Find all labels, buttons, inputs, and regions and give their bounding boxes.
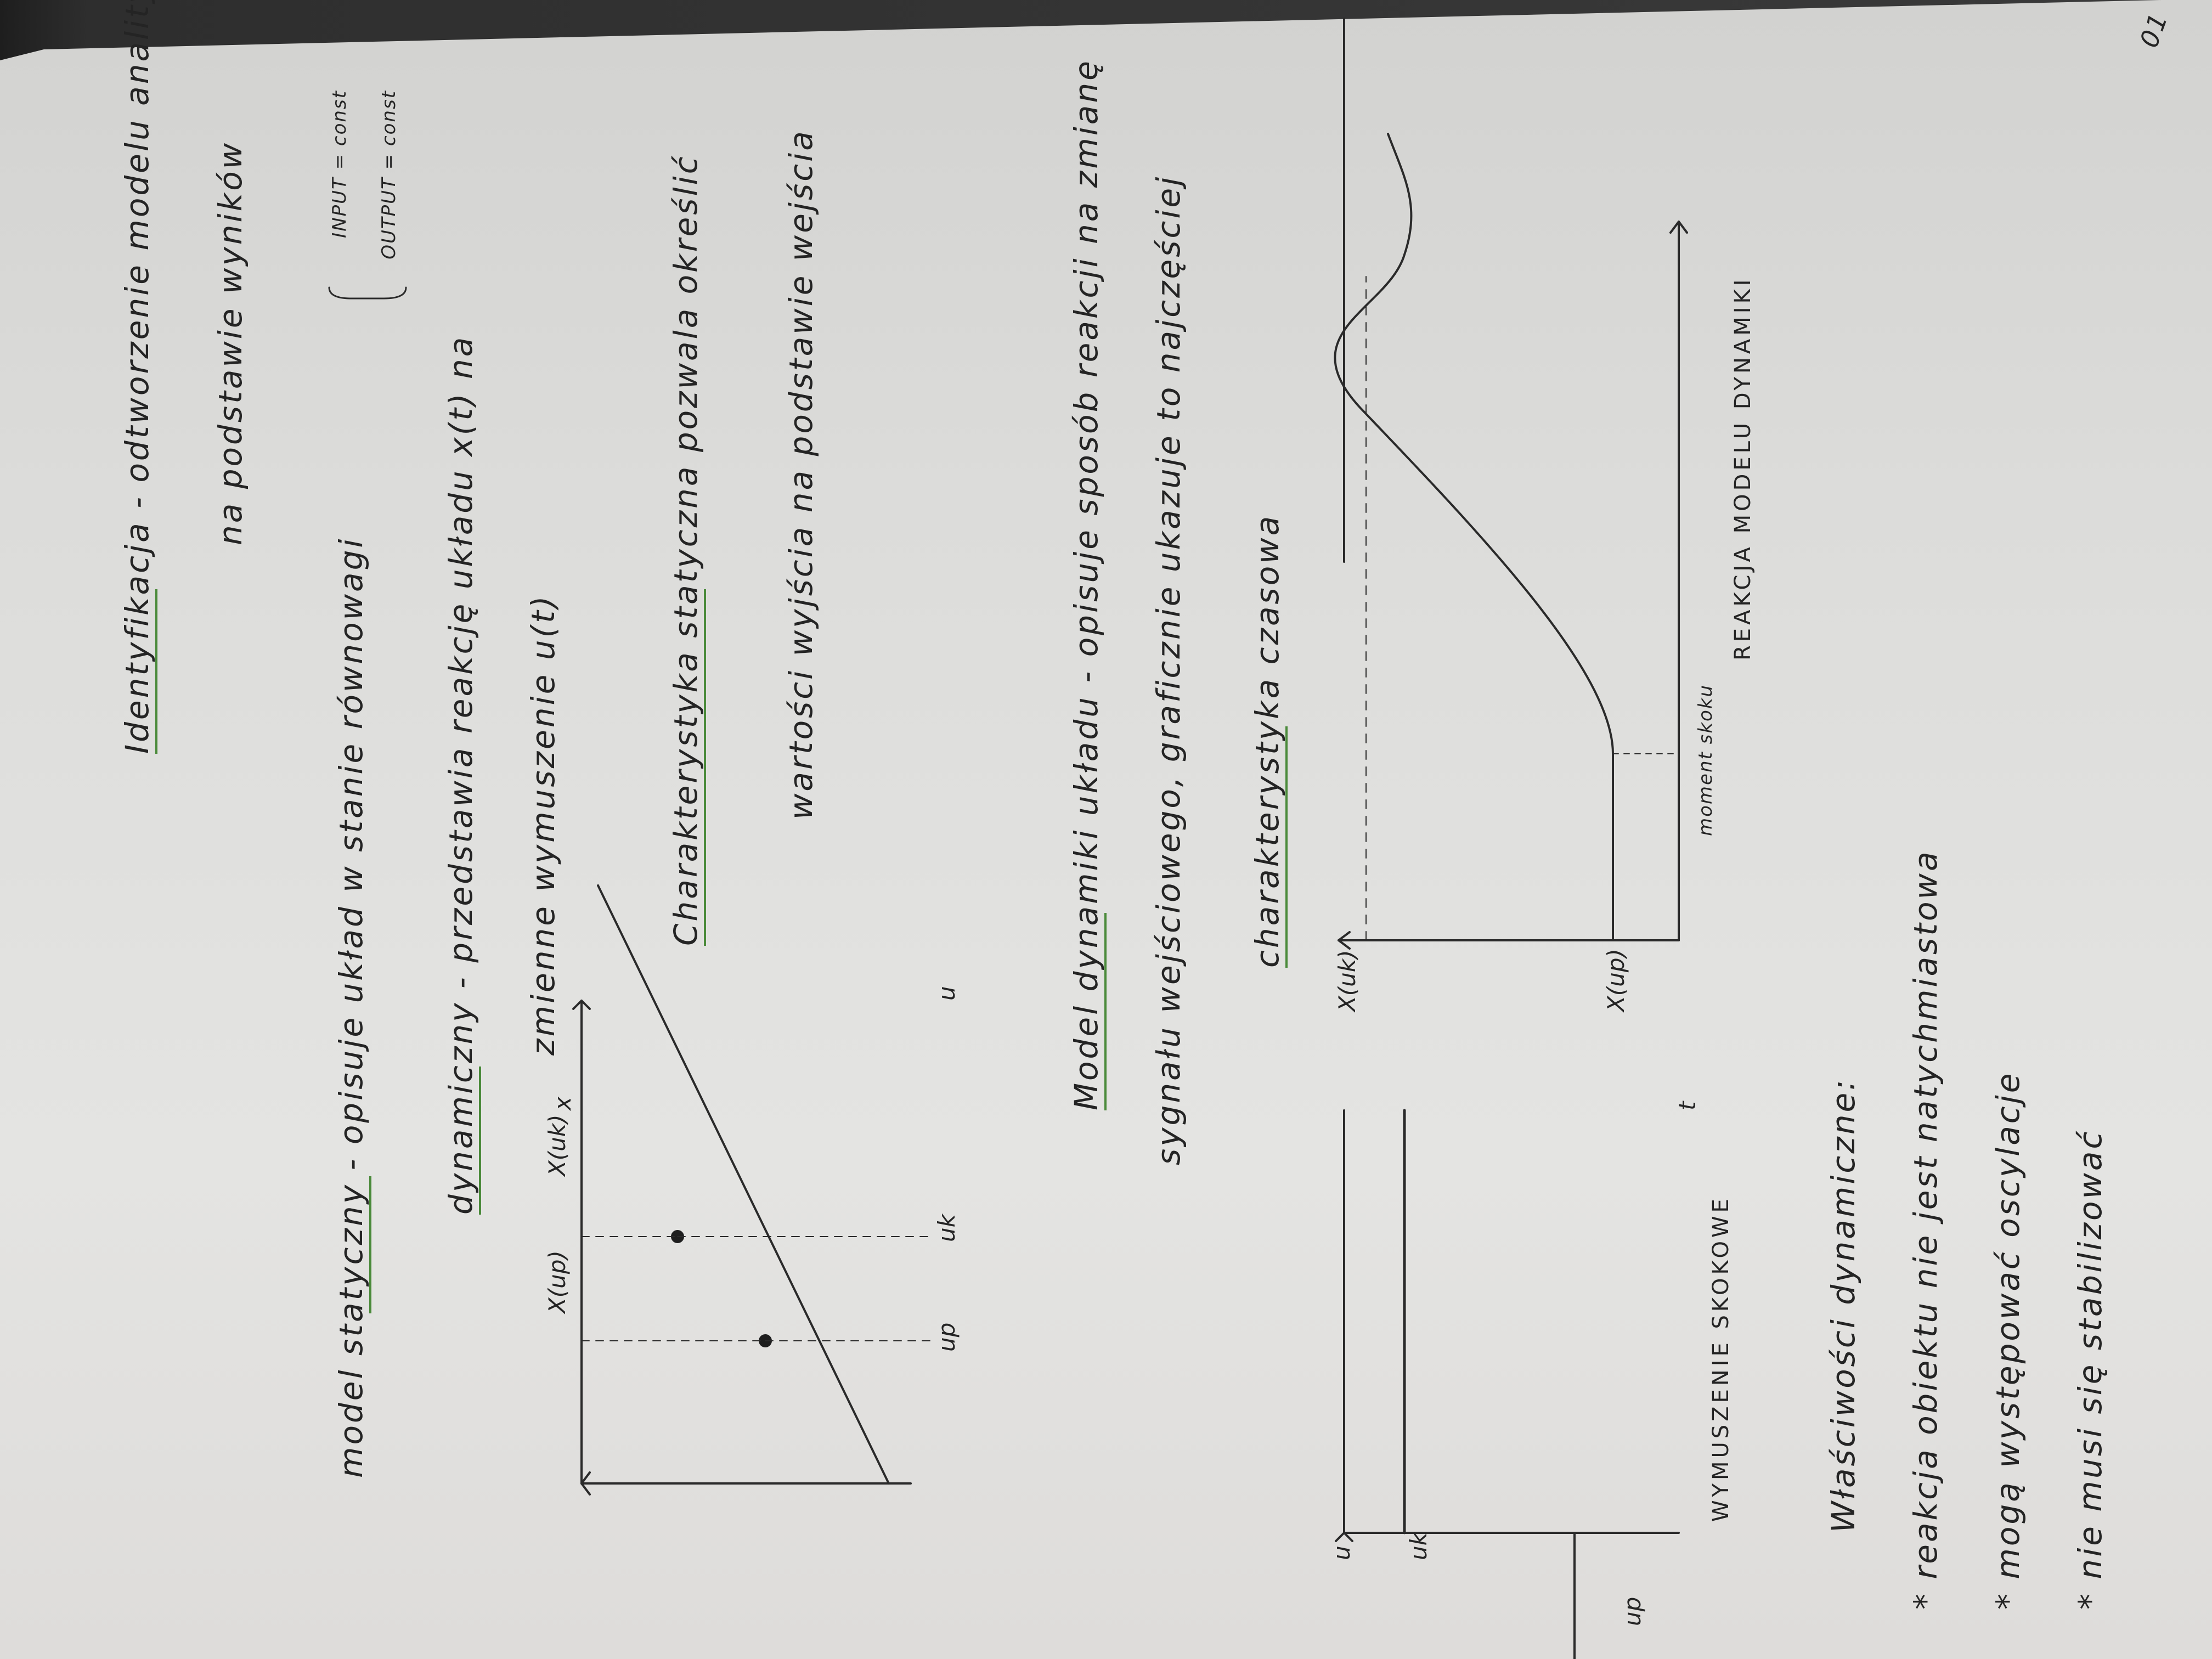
static-tick-xup: X(up) [544, 1250, 571, 1314]
bracket-left [328, 286, 407, 300]
step-y-axis-label: u [1328, 1545, 1355, 1560]
step-input-graph [1335, 18, 1680, 1659]
static-characteristic-graph [572, 884, 933, 1496]
property-bullet-1: * reakcja obiektu nie jest natychmiastow… [1907, 850, 1944, 1610]
property-bullet-3: * nie musi się stabilizować [2072, 1130, 2109, 1610]
step-caption: WYMUSZENIE SKOKOWE [1708, 1195, 1734, 1522]
note-line-7: wartości wyjścia na podstawie wejścia [782, 129, 820, 820]
note-line-10: charakterystyka czasowa [1249, 514, 1286, 968]
bracket-bottom: OUTPUT = const [378, 90, 400, 259]
note-line-3: model statyczny - opisuje układ w stanie… [332, 537, 370, 1478]
note-line-5: zmienne wymuszenie u(t) [524, 594, 562, 1057]
static-x-axis-label: u [933, 986, 960, 1001]
response-tick-xuk: X(uk) [1334, 950, 1361, 1013]
note-line-6: Charakterystyka statyczna pozwala określ… [667, 154, 704, 946]
note-line-9: sygnału wejściowego, graficznie ukazuje … [1150, 175, 1187, 1165]
step-x-axis-label: t [1674, 1101, 1701, 1110]
static-tick-xuk: X(uk) [544, 1115, 571, 1178]
static-tick-uk: uk [933, 1213, 960, 1242]
response-caption: REAKCJA MODELU DYNAMIKI [1730, 276, 1756, 661]
static-tick-up: up [933, 1323, 960, 1352]
note-line-1: Identyfikacja - odtworzenie modelu anali… [119, 0, 156, 754]
step-tick-uk: uk [1405, 1531, 1432, 1560]
response-moment-label: moment skoku [1695, 684, 1717, 836]
step-tick-up: up [1619, 1597, 1646, 1626]
note-line-8: Model dynamiki układu - opisuje sposób r… [1068, 59, 1105, 1110]
corner-page-mark: 01 [2134, 8, 2174, 52]
note-line-4: dynamiczny - przedstawia reakcję układu … [442, 335, 479, 1215]
bracket-top: INPUT = const [329, 90, 351, 238]
note-line-2: na podstawie wyników [212, 141, 249, 545]
response-tick-xup: X(up) [1602, 949, 1629, 1013]
property-bullet-2: * mogą występować oscylacje [1989, 1071, 2027, 1610]
dynamic-response-graph [1334, 133, 1688, 950]
properties-heading: Właściwości dynamiczne: [1825, 1077, 1862, 1533]
static-y-axis-label: x [549, 1096, 576, 1111]
